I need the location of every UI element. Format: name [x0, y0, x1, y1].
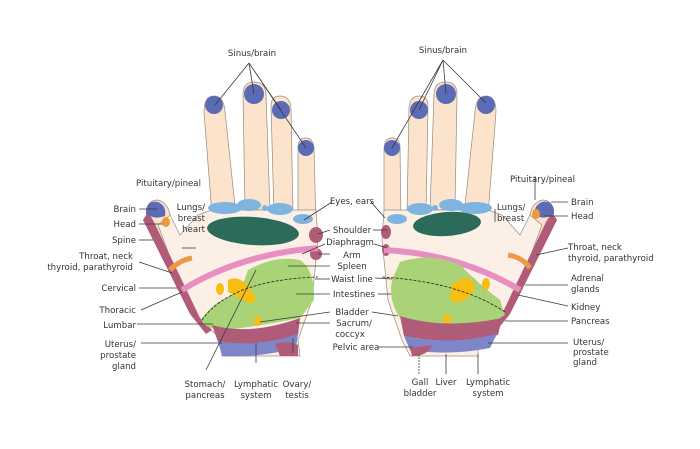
label-sacrum-1: Sacrum/ — [336, 319, 372, 329]
label-spleen: Spleen — [337, 262, 366, 272]
label-waist-line: Waist line — [331, 275, 373, 285]
label-right-lungs-1: Lungs/ — [497, 203, 525, 213]
left-spine-strip — [143, 212, 212, 334]
label-left-lymphatic-2: system — [240, 391, 271, 401]
left-head-dot — [162, 217, 170, 227]
label-right-uterus-2: prostate — [573, 348, 609, 358]
label-left-spine: Spine — [112, 236, 136, 246]
label-left-cervical: Cervical — [101, 284, 136, 294]
label-left-sinus-brain: Sinus/brain — [228, 49, 276, 59]
right-pancreas-dot — [443, 314, 451, 324]
label-arm: Arm — [343, 251, 361, 261]
label-shoulder: Shoulder — [333, 226, 372, 236]
label-right-uterus-3: gland — [573, 358, 597, 368]
label-right-lymphatic-2: system — [472, 389, 503, 399]
label-right-pituitary: Pituitary/pineal — [510, 175, 575, 185]
right-heart — [413, 211, 481, 237]
left-bladder-dot — [254, 316, 262, 326]
label-left-throat-2: thyroid, parathyroid — [47, 263, 133, 273]
label-right-lungs-2: breast — [497, 214, 525, 224]
right-gall-zone — [410, 345, 432, 356]
right-little-finger — [383, 137, 402, 226]
right-hand — [381, 81, 557, 357]
left-heart — [207, 216, 299, 246]
left-thumb-tip — [146, 201, 166, 218]
left-ring-finger — [270, 95, 294, 216]
label-right-kidney: Kidney — [571, 303, 600, 313]
right-throat-band — [507, 252, 533, 270]
label-eyes-ears: Eyes, ears — [330, 197, 375, 207]
left-small-yellow — [216, 283, 224, 295]
label-left-uterus-3: gland — [112, 362, 136, 372]
label-left-lungs-2: breast — [178, 214, 206, 224]
label-left-lumbar: Lumbar — [103, 321, 136, 331]
left-middle-finger — [242, 81, 271, 211]
label-right-gall-2: bladder — [404, 389, 437, 399]
label-left-brain: Brain — [113, 205, 136, 215]
left-diaphragm-band — [180, 245, 319, 293]
left-waist-line — [201, 276, 319, 321]
label-pelvic-area: Pelvic area — [333, 343, 380, 353]
left-index-finger — [203, 95, 237, 216]
label-left-stomach-2: pancreas — [185, 391, 225, 401]
right-lungs — [387, 199, 492, 224]
label-right-brain: Brain — [571, 198, 594, 208]
right-small-yellow — [482, 278, 490, 290]
label-right-pancreas: Pancreas — [571, 317, 610, 327]
label-left-ovary-2: testis — [285, 391, 309, 401]
right-ring-finger — [406, 95, 429, 216]
left-stomach-zone — [228, 278, 256, 304]
left-shoulder-zone — [309, 227, 323, 243]
label-right-throat-1: Throat, neck — [567, 243, 622, 253]
label-left-thoracic: Thoracic — [98, 306, 136, 316]
label-left-lymphatic-1: Lymphatic — [234, 380, 278, 390]
right-liver-zone — [450, 278, 475, 303]
label-left-head: Head — [114, 220, 136, 230]
left-sacrum-band — [212, 318, 300, 344]
label-left-stomach-1: Stomach/ — [185, 380, 226, 390]
label-right-lymphatic-1: Lymphatic — [466, 378, 510, 388]
label-right-uterus-1: Uterus/ — [573, 338, 604, 348]
leader-lines — [137, 59, 569, 374]
label-left-throat-1: Throat, neck — [78, 252, 133, 262]
right-shoulder-zone — [381, 225, 391, 239]
label-right-adrenal-2: glands — [571, 285, 600, 295]
label-right-liver: Liver — [435, 378, 457, 388]
label-right-head: Head — [571, 212, 593, 222]
left-ovary-zone — [275, 342, 298, 356]
label-left-uterus-2: prostate — [100, 351, 136, 361]
right-head-dot — [532, 209, 540, 219]
left-lungs — [208, 199, 313, 224]
label-intestines: Intestines — [333, 290, 376, 300]
right-sacrum-band — [400, 316, 502, 341]
right-intestines — [391, 257, 505, 327]
label-left-lungs-3: heart — [182, 225, 206, 235]
label-sacrum-2: coccyx — [335, 330, 365, 340]
label-right-adrenal-1: Adrenal — [571, 274, 604, 284]
left-throat-band — [168, 255, 193, 272]
right-diaphragm-band — [383, 247, 522, 293]
label-bladder: Bladder — [335, 308, 369, 318]
label-left-pituitary: Pituitary/pineal — [136, 179, 201, 189]
right-middle-finger — [429, 81, 458, 211]
right-spine-strip — [488, 212, 557, 334]
label-right-throat-2: thyroid, parathyroid — [568, 254, 654, 264]
label-left-lungs-1: Lungs/ — [177, 203, 205, 213]
label-left-uterus-1: Uterus/ — [105, 340, 136, 350]
label-right-sinus-brain: Sinus/brain — [419, 46, 467, 56]
label-diaphragm: Diaphragm — [326, 238, 374, 248]
right-waist-line — [381, 276, 506, 313]
right-index-tip — [477, 96, 495, 114]
label-right-gall-1: Gall — [412, 378, 429, 388]
right-index-finger — [463, 95, 497, 216]
left-intestines — [201, 258, 315, 330]
label-left-ovary-1: Ovary/ — [283, 380, 312, 390]
